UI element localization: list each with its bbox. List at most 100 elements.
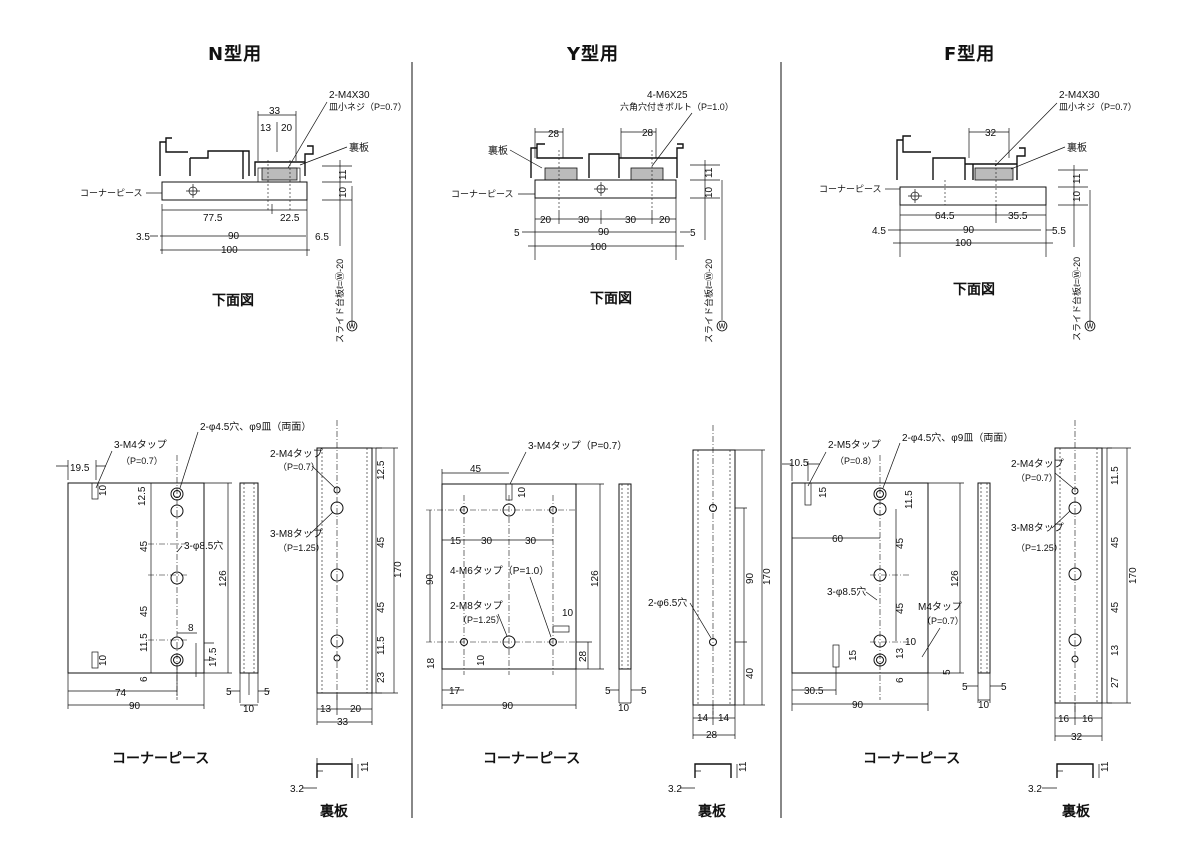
f-back-hidden bbox=[1059, 448, 1098, 703]
f-corner-leader-m4 bbox=[921, 627, 941, 658]
f-dim-lines-top bbox=[968, 128, 1010, 158]
f-corner-outline bbox=[791, 482, 929, 674]
f-label-back-plate: 裏板 bbox=[1067, 141, 1087, 154]
f-corner-dim-13: 13 bbox=[895, 647, 906, 659]
n-corner-dim-17-5-line bbox=[195, 642, 214, 677]
y-corner-dim-5c: 5 bbox=[605, 686, 611, 697]
n-corner-leader-hole2 bbox=[179, 431, 199, 489]
n-corner-side-dims bbox=[228, 673, 270, 706]
n-back-dim-11: 11 bbox=[360, 761, 371, 772]
y-corner-dim-18: 18 bbox=[426, 657, 437, 669]
n-back-dim-bottom-lines bbox=[316, 693, 373, 725]
y-dim-20a: 20 bbox=[540, 215, 552, 226]
y-back-dim-bottom-lines bbox=[692, 705, 736, 739]
n-corner-dim-19-5 bbox=[56, 460, 106, 480]
y-corner-piece-section bbox=[534, 179, 677, 199]
f-corner-label-m5-p: （P=0.8） bbox=[835, 456, 877, 466]
f-corner-dim-60: 60 bbox=[832, 534, 844, 545]
n-hole-center bbox=[186, 184, 200, 198]
n-back-dim-13: 13 bbox=[320, 704, 332, 715]
f-back-outline bbox=[1054, 447, 1103, 704]
y-bolt-axes bbox=[558, 150, 653, 210]
y-corner-holes bbox=[460, 483, 570, 649]
y-leader-bolt bbox=[651, 112, 693, 167]
f-dim-4-5: 4.5 bbox=[872, 226, 886, 237]
f-dim-lines-mid bbox=[899, 205, 1047, 257]
n-label-back-plate: 裏板 bbox=[349, 141, 369, 154]
f-dim-5-5: 5.5 bbox=[1052, 226, 1066, 237]
f-back-dim-line-v bbox=[1102, 447, 1112, 704]
f-corner-dim-126: 126 bbox=[950, 570, 961, 587]
caption-f-corner-piece: コーナーピース bbox=[863, 751, 961, 767]
y-corner-leader-m6 bbox=[529, 576, 552, 638]
n-back-dim-170: 170 bbox=[393, 561, 404, 578]
n-dim-lines-mid bbox=[161, 200, 308, 256]
y-back-dim-40: 40 bbox=[745, 667, 756, 679]
n-dim-20: 20 bbox=[281, 123, 293, 134]
n-corner-dim-45b: 45 bbox=[139, 605, 150, 617]
y-screw-head-left bbox=[544, 167, 578, 181]
n-corner-dim-11-5: 11.5 bbox=[139, 633, 150, 652]
n-bottom-view: 33 13 20 2-M4X30 皿小ネジ（P=0.7） 裏板 コーナーピース … bbox=[80, 90, 407, 343]
caption-y-back-plate: 裏板 bbox=[698, 804, 726, 820]
y-back-dim-3-2: 3.2 bbox=[668, 784, 682, 795]
y-w-circle bbox=[716, 320, 728, 332]
f-corner-centerlines bbox=[870, 455, 910, 700]
y-corner-piece: 3-M4タップ（P=0.7） 45 10 15 30 30 90 4-M6タップ… bbox=[425, 440, 647, 714]
f-back-leader-m4 bbox=[1054, 472, 1074, 489]
y-leader-back bbox=[509, 149, 543, 169]
n-corner-dim-10b: 10 bbox=[98, 654, 109, 666]
y-bottom-view: 28 28 4-M6X25 六角穴付きボルト（P=1.0） 裏板 コーナーピース… bbox=[451, 90, 734, 343]
n-back-dim-45b: 45 bbox=[376, 601, 387, 613]
caption-f-bottom-view: 下面図 bbox=[953, 282, 995, 298]
f-corner-dim-15: 15 bbox=[818, 486, 829, 498]
y-back-hidden bbox=[697, 450, 731, 705]
n-corner-dim-10c: 10 bbox=[243, 704, 255, 715]
y-back-outline bbox=[692, 449, 736, 706]
n-corner-dim-bottom-lines bbox=[67, 666, 205, 709]
f-dim-35-5: 35.5 bbox=[1008, 211, 1028, 222]
n-frame-profile bbox=[159, 137, 314, 179]
f-back-label-m4-p: （P=0.7） bbox=[1016, 473, 1058, 483]
f-corner-dim-45b: 45 bbox=[895, 602, 906, 614]
f-back-label-m8-p: （P=1.25） bbox=[1016, 543, 1063, 553]
n-dim-lines-top bbox=[257, 111, 297, 161]
n-back-plate: 2-M4タップ （P=0.7） 3-M8タップ （P=1.25） 12.5 45… bbox=[270, 420, 404, 795]
n-label-w: Ⓦ bbox=[347, 321, 357, 333]
y-corner-side-dims bbox=[608, 669, 642, 704]
f-corner-leader-h3 bbox=[865, 591, 878, 601]
n-back-dim-33: 33 bbox=[337, 717, 349, 728]
n-back-label-m8: 3-M8タップ bbox=[270, 528, 323, 540]
n-back-dim-20: 20 bbox=[350, 704, 362, 715]
n-dim-6-5: 6.5 bbox=[315, 232, 329, 243]
n-dim-100: 100 bbox=[221, 245, 238, 256]
n-dim-10: 10 bbox=[338, 186, 349, 198]
f-back-dim-170: 170 bbox=[1128, 567, 1139, 584]
f-leader-screw bbox=[994, 102, 1058, 167]
y-corner-side-view bbox=[618, 483, 632, 670]
f-corner-piece-section bbox=[899, 186, 1047, 206]
f-screw-head bbox=[974, 167, 1014, 181]
n-corner-dim-19-5-label: 19.5 bbox=[70, 463, 90, 474]
n-w-circle bbox=[346, 320, 358, 332]
f-corner-label-m4: M4タップ bbox=[918, 601, 962, 613]
f-back-dim-45b: 45 bbox=[1110, 601, 1121, 613]
n-dim-33: 33 bbox=[269, 106, 281, 117]
n-corner-outline bbox=[67, 482, 205, 674]
n-dim-lines-vertical bbox=[322, 160, 353, 326]
y-back-hole-top bbox=[709, 504, 717, 512]
f-dim-10: 10 bbox=[1072, 190, 1083, 202]
y-corner-dim-126-line bbox=[576, 483, 604, 670]
y-back-dim-170-line bbox=[735, 449, 765, 706]
caption-y-corner-piece: コーナーピース bbox=[483, 751, 581, 767]
f-w-circle bbox=[1084, 320, 1096, 332]
y-dim-5a: 5 bbox=[514, 228, 520, 239]
n-dim-13: 13 bbox=[260, 123, 272, 134]
y-label-back-plate: 裏板 bbox=[488, 144, 508, 157]
f-back-section-dims bbox=[1042, 764, 1100, 789]
y-back-leader-h2 bbox=[689, 602, 712, 639]
n-corner-leader-h3 bbox=[176, 545, 183, 553]
y-dim-10: 10 bbox=[704, 186, 715, 198]
f-corner-dim-30-5: 30.5 bbox=[804, 686, 824, 697]
n-back-leader-m8 bbox=[310, 511, 334, 534]
